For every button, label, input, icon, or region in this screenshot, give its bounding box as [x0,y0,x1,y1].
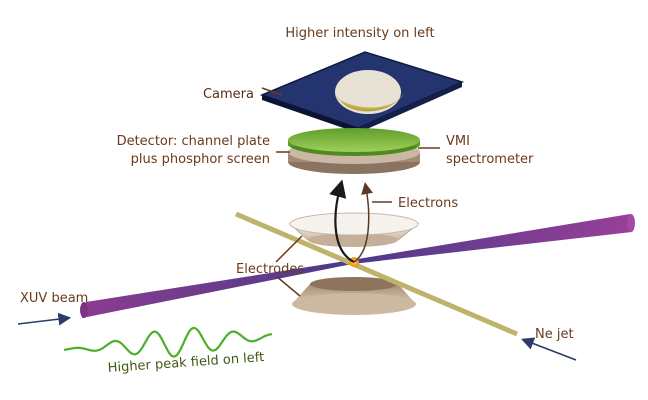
label-vmi-2: spectrometer [446,152,534,167]
electrode-top [288,212,420,247]
xuv-beam-diverging [352,214,632,264]
electron-path-left [329,179,355,263]
label-ne-jet: Ne jet [535,327,574,342]
detector [288,128,420,174]
channel-plate [288,128,420,152]
electrode-bottom [292,277,416,315]
electrodes-leader-top [275,235,303,263]
camera [259,51,465,133]
label-electrons: Electrons [398,196,458,211]
label-xuv-beam: XUV beam [20,291,88,306]
camera-leader [261,87,283,96]
xuv-arrow [17,312,72,326]
pulse-wave [63,326,273,358]
ne-jet-arrow [521,337,577,361]
ne-jet-line [235,211,518,337]
label-detector-2: plus phosphor screen [131,152,270,167]
label-electrodes: Electrodes [236,262,304,277]
label-top-note: Higher intensity on left [285,26,434,41]
xuv-beam [80,214,635,318]
label-detector-1: Detector: channel plate [117,134,270,149]
camera-image-disc [335,70,401,114]
label-camera: Camera [203,87,254,102]
xuv-beam-converging [82,260,352,318]
label-vmi-1: VMI [446,134,470,149]
electrodes-leader-bottom [275,275,301,297]
electron-path-right [353,182,373,263]
